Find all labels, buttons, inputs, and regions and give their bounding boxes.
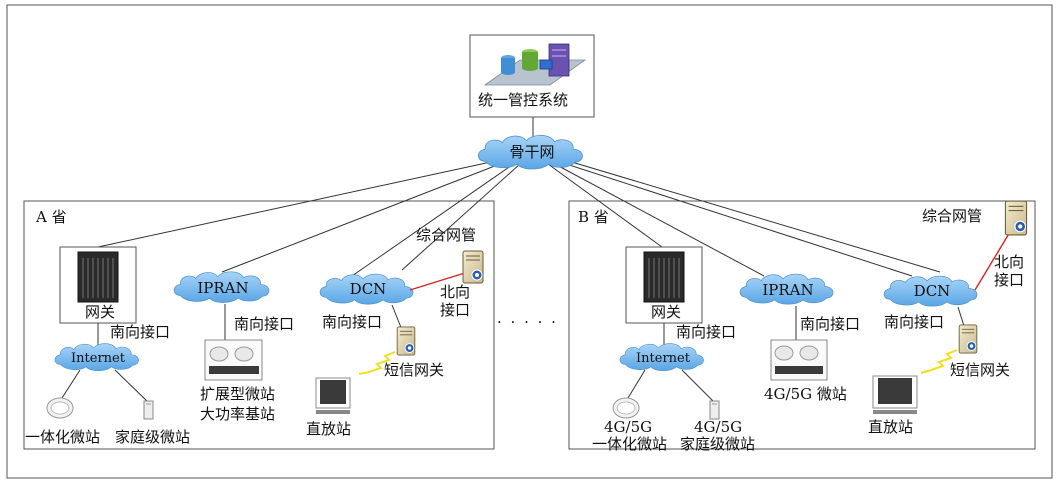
b-repeater-icon	[872, 375, 918, 414]
b-home-cell-icon	[709, 400, 720, 420]
a-sms-gateway-label: 短信网关	[384, 361, 445, 379]
a-north-if-label: 北向接口	[440, 283, 471, 319]
b-sms-gateway-icon	[958, 324, 978, 354]
b-south-if-1: 南向接口	[676, 323, 737, 341]
a-home-cell-icon	[143, 400, 154, 420]
a-south-if-2: 南向接口	[234, 315, 295, 333]
a-south-if-1: 南向接口	[110, 323, 171, 341]
control-system-label: 统一管控系统	[478, 91, 569, 109]
a-wireless-link	[358, 351, 396, 375]
a-integrated-cell-icon	[46, 397, 74, 419]
a-repeater-icon	[315, 377, 351, 414]
b-sms-gateway-label: 短信网关	[950, 361, 1011, 379]
b-dcn-label: DCN	[914, 282, 951, 300]
b-ipran-label: IPRAN	[762, 281, 813, 299]
a-north-link	[409, 271, 469, 291]
b-nms-server-icon	[1004, 200, 1028, 236]
backbone-label: 骨干网	[509, 143, 554, 161]
province-a-box	[23, 200, 495, 450]
b-repeater-label: 直放站	[868, 418, 914, 436]
a-extended-cell-label-1: 扩展型微站	[200, 385, 276, 403]
a-extended-cell-icon	[204, 339, 263, 381]
a-dcn-label: DCN	[350, 280, 387, 298]
b-integrated-cell-icon	[612, 397, 640, 419]
a-gateway-label: 网关	[85, 303, 116, 321]
a-south-if-3: 南向接口	[322, 313, 383, 331]
a-province-title: A 省	[36, 208, 67, 226]
a-nms-server-icon	[462, 250, 484, 284]
a-repeater-label: 直放站	[306, 420, 352, 438]
b-wireless-link	[920, 349, 958, 374]
b-home-cell-label-2: 家庭级微站	[680, 435, 756, 453]
backbone-links	[97, 117, 941, 277]
b-internet-label: Internet	[636, 351, 691, 366]
a-ipran-label: IPRAN	[197, 279, 248, 297]
a-gateway-icon	[77, 251, 119, 303]
a-internet-label: Internet	[71, 351, 126, 366]
b-home-cell-label-1: 4G/5G	[694, 418, 743, 436]
province-b-box	[568, 200, 1036, 450]
b-micro-cell-label: 4G/5G 微站	[764, 385, 847, 403]
b-integrated-cell-label-1: 4G/5G	[604, 418, 653, 436]
a-nms-label: 综合网管	[416, 226, 477, 244]
b-integrated-cell-label-2: 一体化微站	[592, 435, 668, 453]
control-system-icon	[483, 43, 587, 86]
b-north-link	[974, 231, 1011, 291]
a-extended-cell-label-2: 大功率基站	[200, 405, 276, 423]
a-sms-gateway-icon	[396, 326, 416, 356]
b-north-if-label: 北向接口	[994, 253, 1025, 289]
a-home-cell-label: 家庭级微站	[115, 428, 191, 446]
b-nms-label: 综合网管	[922, 207, 983, 225]
b-south-if-3: 南向接口	[884, 313, 945, 331]
b-micro-cell-icon	[770, 339, 828, 381]
b-gateway-label: 网关	[651, 303, 682, 321]
b-gateway-icon	[643, 251, 685, 303]
a-integrated-cell-label: 一体化微站	[25, 428, 101, 446]
b-south-if-2: 南向接口	[800, 315, 861, 333]
outer-frame	[6, 4, 1053, 479]
b-province-title: B 省	[578, 208, 609, 226]
ellipsis: · · · · ·	[497, 313, 558, 331]
